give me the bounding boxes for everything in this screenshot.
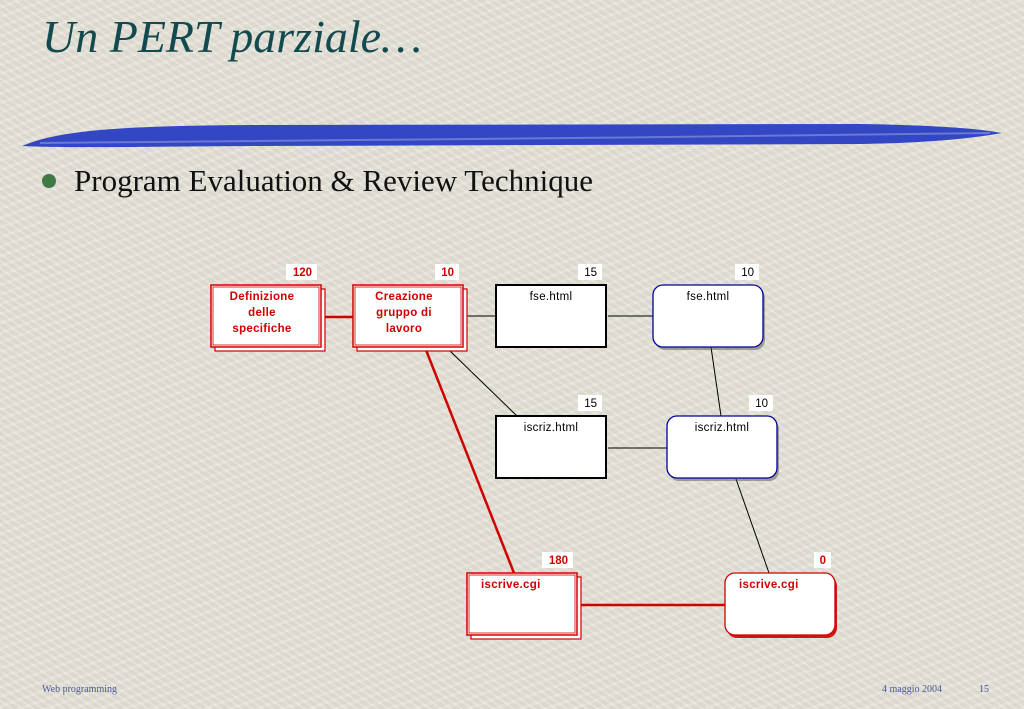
node-duration: 10 [741,267,754,279]
slide-title: Un PERT parziale… [42,11,422,62]
node-duration: 10 [441,267,454,279]
node-label: iscrive.cgi [481,579,541,591]
node-label: iscriz.html [524,422,578,434]
footer-date: 4 maggio 2004 [882,684,942,695]
bullet-item: Program Evaluation & Review Technique [42,163,593,199]
duration-tag [735,264,759,280]
duration-tag [578,264,602,280]
node-duration: 120 [293,267,312,279]
bullet-text: Program Evaluation & Review Technique [74,163,593,198]
duration-tag [749,395,773,411]
node-box [466,572,578,636]
duration-tag [542,552,573,568]
pert-node-crea: Creazione gruppo di lavoro 10 [352,264,468,352]
node-label: fse.html [687,291,730,303]
node-label: delle [248,307,276,319]
pert-node-cgi1: iscrive.cgi 180 [466,552,582,640]
node-box [666,415,778,479]
duration-tag [578,395,602,411]
node-duration: 10 [755,398,768,410]
node-duration: 180 [549,555,568,567]
node-duration: 15 [584,267,597,279]
node-label: gruppo di [376,307,432,319]
node-box [652,284,764,348]
node-label: specifiche [232,323,291,335]
node-box [495,284,607,348]
bullet-dot-icon [42,174,56,188]
node-inner-frame [468,574,576,634]
node-inner-frame [212,286,320,346]
node-duration: 0 [820,555,826,567]
node-label: Definizione [230,291,295,303]
pert-node-def: Definizione delle specifiche 120 [210,264,326,352]
node-label: fse.html [530,291,573,303]
node-label: iscriz.html [695,422,749,434]
footer-page-number: 15 [979,684,989,695]
edge-crea-isc1 [448,349,518,417]
node-box [724,572,836,636]
duration-tag [814,552,831,568]
node-box [210,284,322,348]
edge-crea-cgi1 [424,349,516,574]
pert-node-isc2: iscriz.html 10 [666,395,779,481]
footer-course: Web programming [42,684,118,695]
edge-isc2-cgi2 [735,478,770,574]
pert-node-cgi2: iscrive.cgi 0 [724,552,837,638]
node-inner-frame [354,286,462,346]
node-label: iscrive.cgi [739,579,799,591]
node-label: Creazione [375,291,433,303]
node-box [352,284,464,348]
node-box [495,415,607,479]
edge-fse2-isc2 [710,346,722,417]
pert-node-fse2: fse.html 10 [652,264,765,350]
pert-node-fse1: fse.html 15 [495,264,607,348]
duration-tag [435,264,459,280]
pert-node-isc1: iscriz.html 15 [495,395,607,479]
node-label: lavoro [386,323,422,335]
duration-tag [286,264,317,280]
node-duration: 15 [584,398,597,410]
